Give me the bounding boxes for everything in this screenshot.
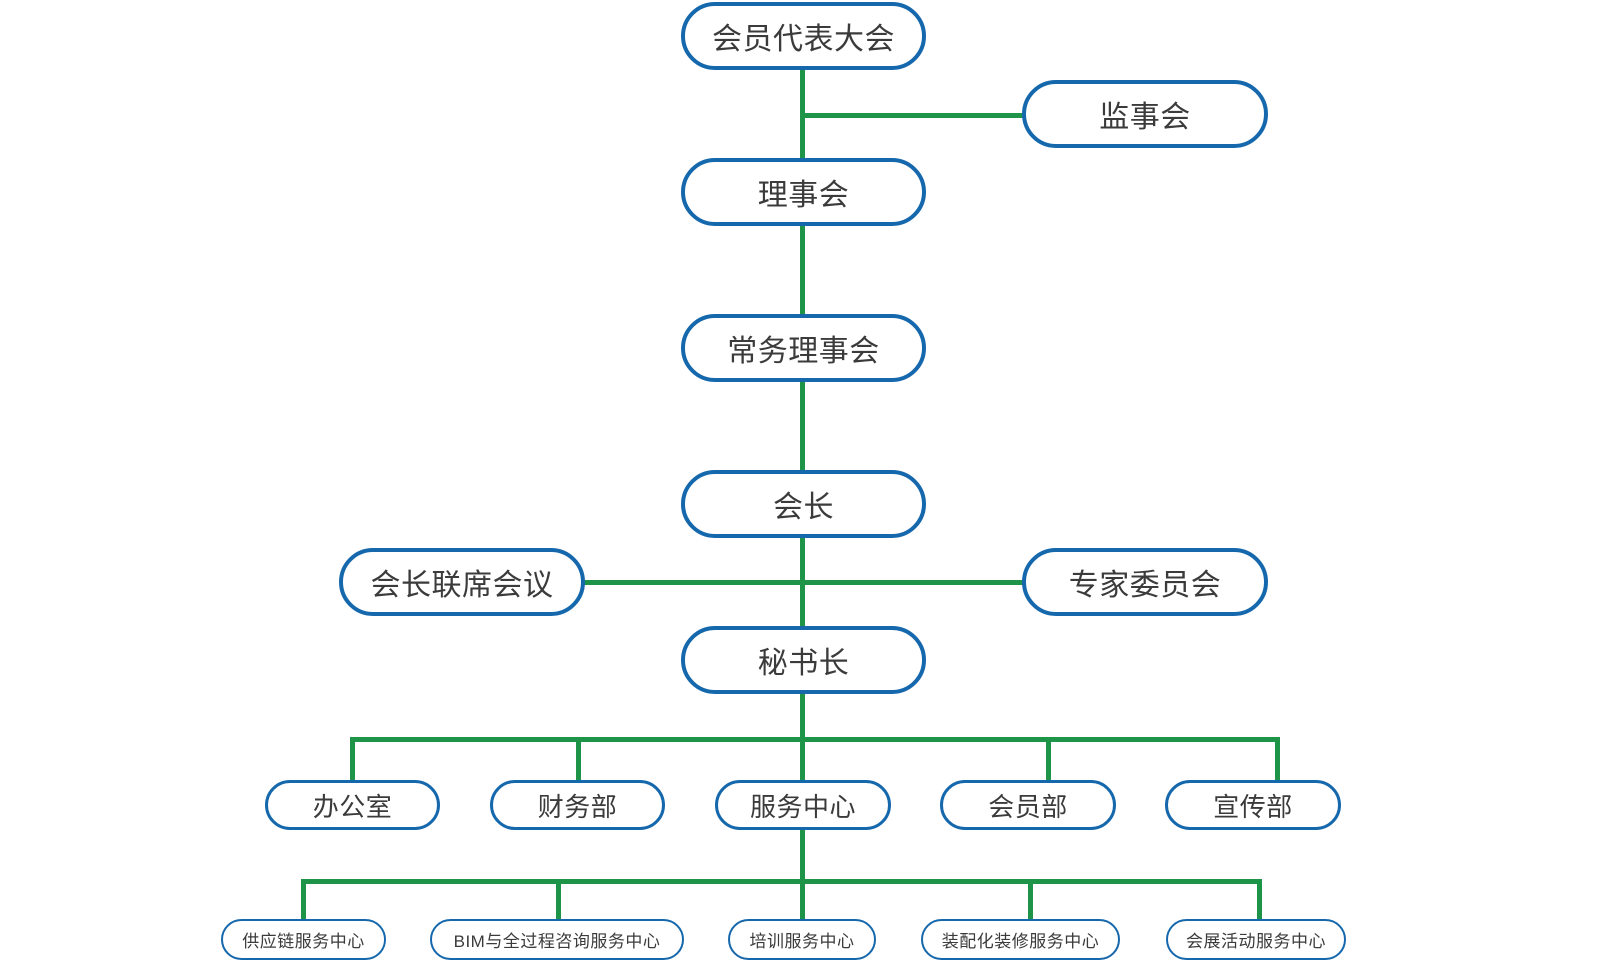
connector-joint-meeting-to-expert-committee [584,580,1026,585]
node-secretary-general[interactable]: 秘书长 [681,626,926,694]
node-department-finance[interactable]: 财务部 [490,780,665,830]
node-expert-committee[interactable]: 专家委员会 [1022,548,1268,616]
node-supervisory-board[interactable]: 监事会 [1022,80,1268,148]
node-service-center-exhibition[interactable]: 会展活动服务中心 [1166,919,1346,960]
node-general-assembly[interactable]: 会员代表大会 [681,2,926,70]
connector-council-to-standing [800,221,805,323]
connector-standing-to-president [800,377,805,479]
connector-drop-exhibition [1257,879,1262,920]
connector-sub-bus [301,879,1262,884]
connector-drop-membership [1046,737,1051,782]
connector-drop-training [800,879,805,920]
node-service-center-training[interactable]: 培训服务中心 [728,919,876,960]
connector-assembly-to-council [800,66,805,170]
node-service-center-bim[interactable]: BIM与全过程咨询服务中心 [430,919,684,960]
connector-dept-bus [350,737,1280,742]
node-department-publicity[interactable]: 宣传部 [1165,780,1341,830]
connector-secretary-to-dept-bus [800,690,805,742]
connector-drop-service-center [800,737,805,782]
connector-assembly-to-supervisory [800,113,1026,118]
node-department-office[interactable]: 办公室 [265,780,440,830]
connector-drop-publicity [1275,737,1280,782]
connector-drop-assembly-decoration [1028,879,1033,920]
node-standing-council[interactable]: 常务理事会 [681,314,926,382]
node-president[interactable]: 会长 [681,470,926,538]
node-service-center-assembly-decoration[interactable]: 装配化装修服务中心 [921,919,1120,960]
connector-drop-supply-chain [301,879,306,920]
connector-drop-finance [576,737,581,782]
node-department-service-center[interactable]: 服务中心 [715,780,891,830]
node-department-membership[interactable]: 会员部 [940,780,1116,830]
connector-drop-bim [556,879,561,920]
node-council[interactable]: 理事会 [681,158,926,226]
node-service-center-supply-chain[interactable]: 供应链服务中心 [221,919,386,960]
node-president-joint-meeting[interactable]: 会长联席会议 [339,548,585,616]
connector-service-center-to-sub-bus [800,829,805,883]
connector-drop-office [350,737,355,782]
